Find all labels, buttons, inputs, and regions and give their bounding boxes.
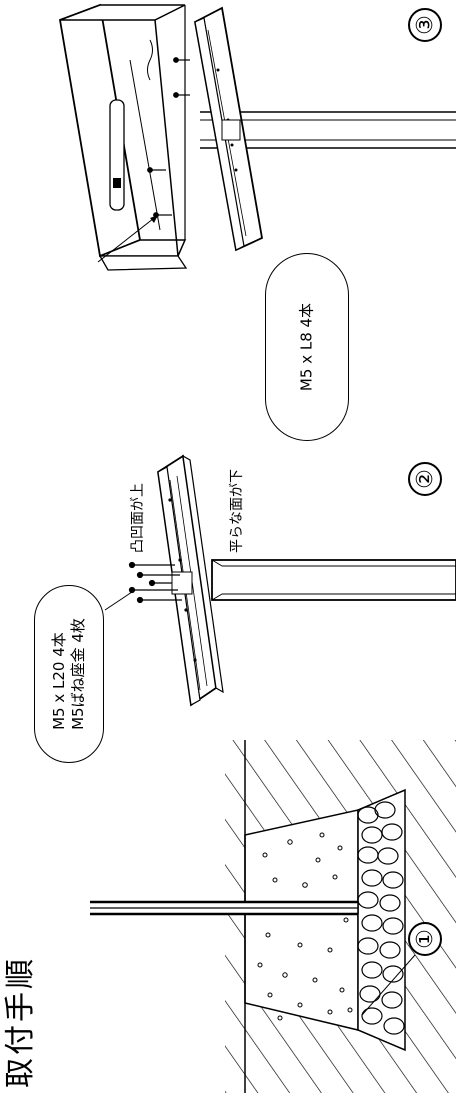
callout-step3-line1: M5 x L8 4本 <box>297 302 316 392</box>
callout-step2-line1: M5 x L20 4本 <box>50 632 68 730</box>
step2-leader <box>104 591 133 611</box>
callout-step3-hardware: M5 x L8 4本 <box>265 253 349 441</box>
callout-step2-text: M5 x L20 4本 M5ばね座金 4枚 <box>50 618 88 730</box>
step1-foundation <box>90 740 456 1093</box>
callout-step2-hardware: M5 x L20 4本 M5ばね座金 4枚 <box>34 585 104 763</box>
step3-leader <box>97 214 159 263</box>
gravel-stones <box>357 801 405 1035</box>
step3-cabinet <box>58 3 456 271</box>
step-badge-3: ③ <box>408 8 442 42</box>
label-flat-down: 平らな面が下 <box>229 469 245 553</box>
step2-post <box>211 559 456 601</box>
step2-base-plate <box>104 454 456 707</box>
callout-step2-line2: M5ばね座金 4枚 <box>69 618 87 730</box>
step-badge-1: ① <box>408 922 442 956</box>
step-badge-2: ② <box>408 462 442 496</box>
plate-holes <box>168 498 197 662</box>
page-title: 取付手順 <box>3 956 38 1088</box>
callout-step3-text: M5 x L8 4本 <box>298 303 317 391</box>
step1-leader <box>361 954 416 1016</box>
cabinet-handle <box>109 99 125 211</box>
label-convex-up: 凸凹面が上 <box>130 483 146 553</box>
concrete-block <box>244 809 359 1031</box>
step3-bolts <box>147 57 190 218</box>
cabinet-side <box>58 3 142 258</box>
